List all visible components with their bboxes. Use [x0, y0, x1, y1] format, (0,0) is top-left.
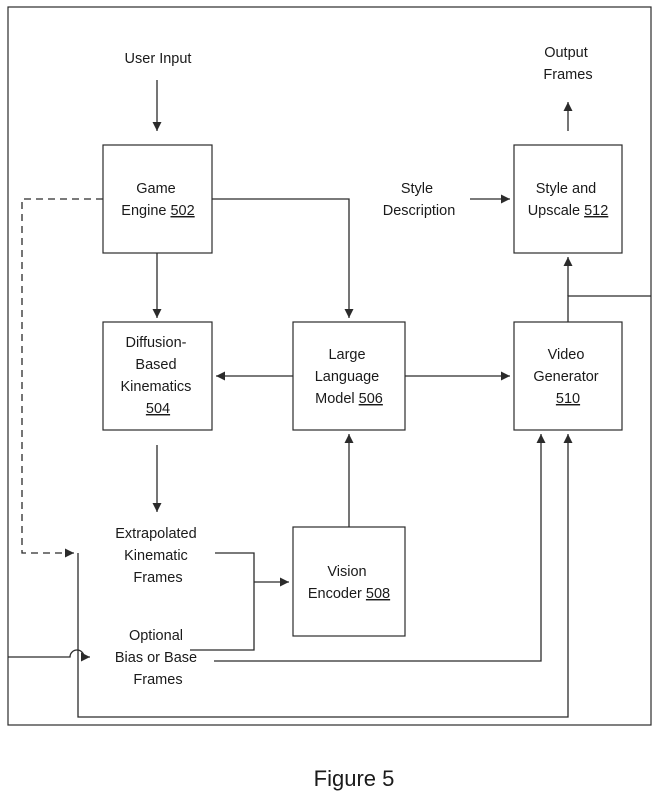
- output-frames-label: Output Frames: [543, 45, 592, 83]
- vision-encoder-box: [292, 526, 406, 637]
- diffusion-kinematics-box: [102, 321, 213, 431]
- llm-box: [292, 321, 406, 431]
- style-description-label: Style Description: [383, 181, 456, 219]
- line-video-generator-to-upscale: [567, 295, 651, 322]
- dashed-game-engine-to-extrapolated: [21, 198, 103, 558]
- figure-border: [7, 6, 652, 726]
- vision-encoder-label: Vision Encoder 508: [308, 564, 390, 602]
- arrow-game-engine-to-llm: [212, 198, 354, 318]
- figure-caption: Figure 5: [314, 766, 395, 791]
- game-engine-box: [102, 144, 213, 254]
- line-extrapolated-to-encoder: [215, 552, 255, 582]
- line-optional-to-encoder: [190, 582, 255, 651]
- style-upscale-box: [513, 144, 623, 254]
- arrow-optional-to-video-generator: [214, 434, 546, 662]
- line-frame-to-optional-frames: [8, 649, 90, 662]
- video-generator-label: Video Generator 510: [533, 347, 602, 407]
- llm-label: Large Language Model 506: [315, 347, 384, 407]
- diffusion-kinematics-label: Diffusion- Based Kinematics 504: [121, 335, 196, 417]
- user-input-label: User Input: [125, 51, 192, 67]
- optional-frames-label: Optional Bias or Base Frames: [115, 628, 201, 688]
- line-extrapolated-to-video-generator: [77, 434, 573, 718]
- style-upscale-label: Style and Upscale 512: [528, 181, 609, 219]
- extrapolated-frames-label: Extrapolated Kinematic Frames: [115, 526, 200, 586]
- game-engine-label: Game Engine 502: [121, 181, 194, 219]
